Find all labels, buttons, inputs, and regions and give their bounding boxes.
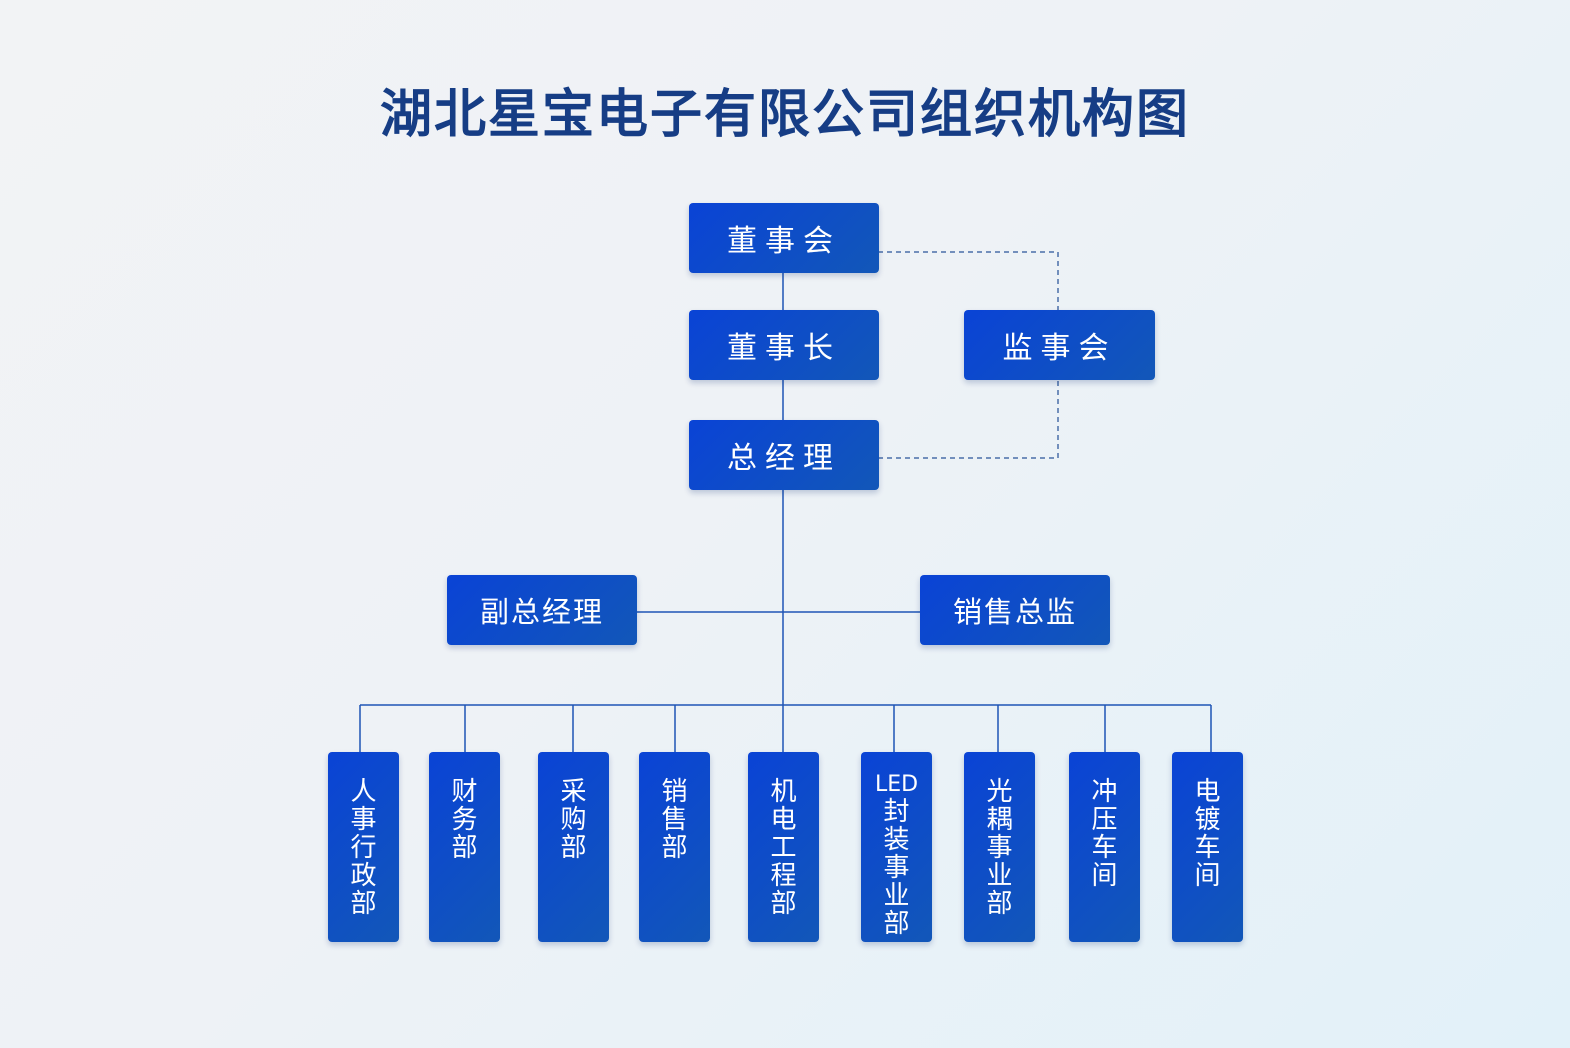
dept-finance-label: 财务部 (451, 777, 478, 863)
dept-plating-workshop-label: 电镀车间 (1194, 777, 1221, 891)
deputy-gm-label: 副总经理 (479, 595, 604, 629)
dept-electromechanical[interactable]: 机电工程部 (748, 752, 819, 942)
dept-stamping-workshop-label: 冲压车间 (1091, 777, 1118, 891)
dept-plating-workshop[interactable]: 电镀车间 (1172, 752, 1243, 942)
dept-led-packaging[interactable]: LED 封装事业部 (861, 752, 932, 942)
page-title: 湖北星宝电子有限公司组织机构图 (379, 85, 1190, 145)
dept-hr-admin-label: 人事行政部 (350, 777, 377, 919)
sales-director-node[interactable]: 销售总监 (920, 575, 1110, 645)
supervisory-board-label: 监事会 (1002, 331, 1117, 366)
dept-optocoupler[interactable]: 光耦事业部 (964, 752, 1035, 942)
dept-finance[interactable]: 财务部 (429, 752, 500, 942)
board-label: 董事会 (727, 224, 841, 259)
dept-optocoupler-label: 光耦事业部 (986, 777, 1013, 919)
dept-led-packaging-label: 封装事业部 (883, 797, 910, 939)
general-manager-label: 总经理 (727, 441, 841, 476)
dept-electromechanical-label: 机电工程部 (770, 777, 797, 919)
dept-sales-label: 销售部 (661, 777, 688, 863)
general-manager-node[interactable]: 总经理 (689, 420, 879, 490)
dept-sales[interactable]: 销售部 (639, 752, 710, 942)
sales-director-label: 销售总监 (952, 595, 1077, 629)
chairman-node[interactable]: 董事长 (689, 310, 879, 380)
chairman-label: 董事长 (727, 331, 841, 366)
supervisory-board-node[interactable]: 监事会 (964, 310, 1155, 380)
dept-hr-admin[interactable]: 人事行政部 (328, 752, 399, 942)
deputy-gm-node[interactable]: 副总经理 (447, 575, 637, 645)
dept-stamping-workshop[interactable]: 冲压车间 (1069, 752, 1140, 942)
board-node[interactable]: 董事会 (689, 203, 879, 273)
dept-purchasing[interactable]: 采购部 (538, 752, 609, 942)
dept-purchasing-label: 采购部 (560, 777, 587, 863)
dept-led-prefix: LED (874, 772, 919, 797)
